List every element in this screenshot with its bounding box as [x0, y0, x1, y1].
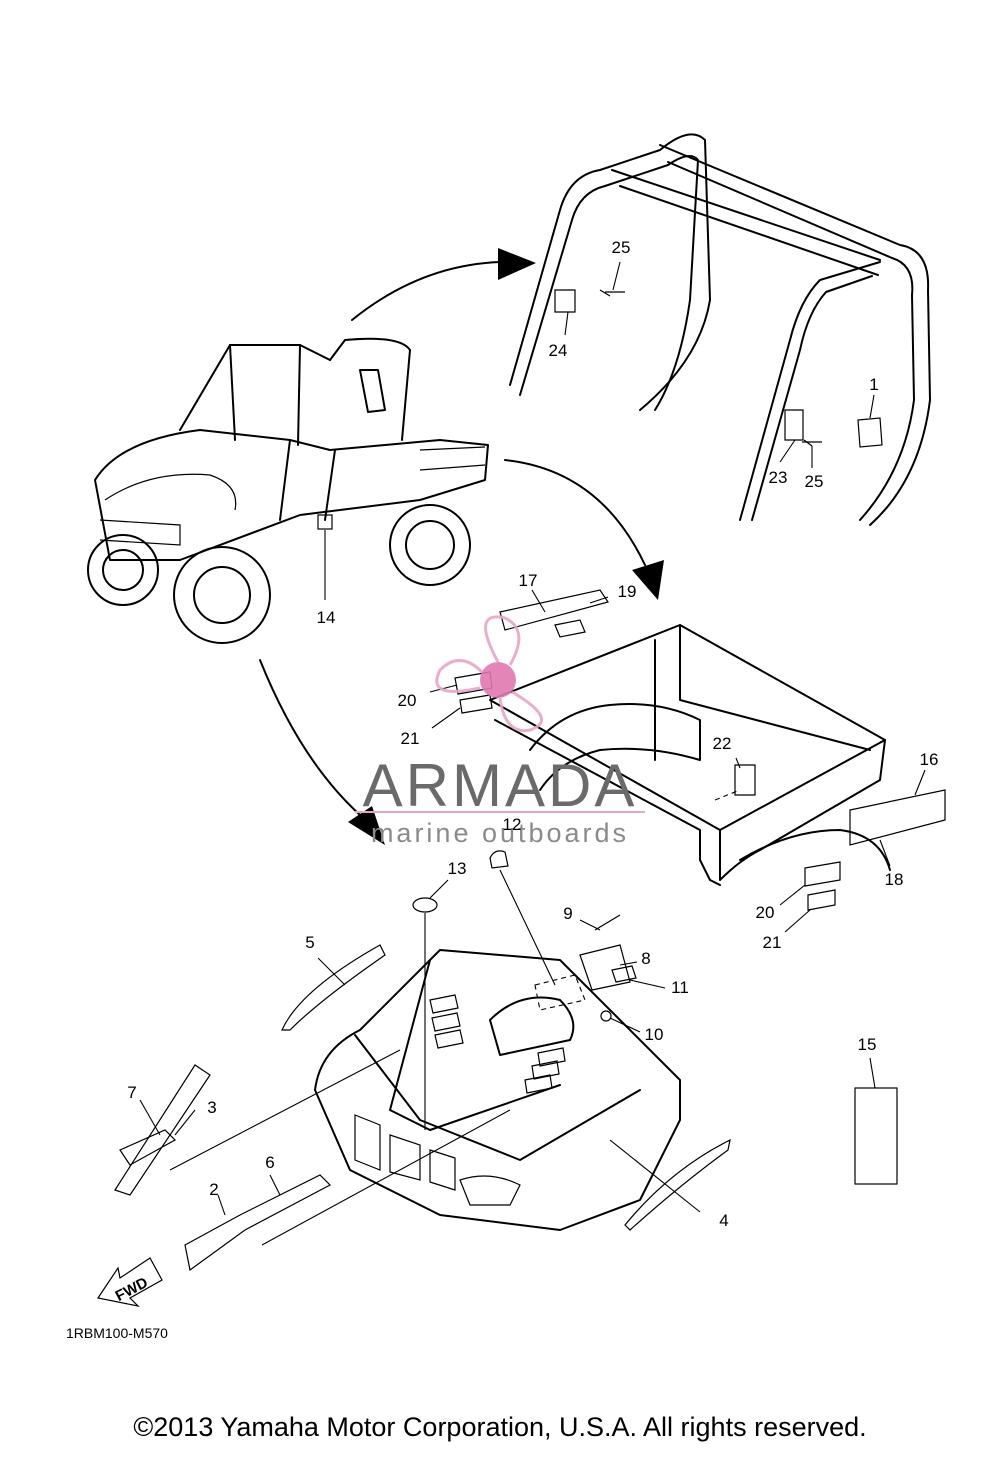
callout-25-left: 25 — [612, 238, 631, 257]
callout-21-bed-rear: 21 — [763, 933, 782, 952]
watermark-hub-icon — [480, 662, 516, 698]
roll-cage — [509, 133, 931, 526]
callout-6: 6 — [265, 1153, 274, 1172]
callout-19: 19 — [618, 582, 637, 601]
callout-4: 4 — [719, 1211, 728, 1230]
assembly-arrows — [259, 248, 664, 845]
copyright-notice: ©2013 Yamaha Motor Corporation, U.S.A. A… — [133, 1412, 867, 1442]
cargo-bed — [454, 589, 946, 911]
callout-9: 9 — [563, 904, 572, 923]
callout-24: 24 — [549, 341, 568, 360]
callout-22: 22 — [713, 734, 732, 753]
callout-5: 5 — [305, 933, 314, 952]
watermark-logo — [435, 615, 543, 733]
callout-13: 13 — [448, 859, 467, 878]
callout-16: 16 — [920, 750, 939, 769]
callout-15: 15 — [858, 1035, 877, 1054]
callout-12: 12 — [503, 815, 522, 834]
callout-3: 3 — [207, 1098, 216, 1117]
fwd-arrow-icon: FWD — [97, 1257, 163, 1307]
callout-7: 7 — [127, 1083, 136, 1102]
callout-14: 14 — [317, 608, 336, 627]
callout-20-bed-rear: 20 — [756, 903, 775, 922]
callout-20-bed-front: 20 — [398, 691, 417, 710]
leader-lines — [139, 261, 926, 1246]
callout-8: 8 — [641, 949, 650, 968]
callout-21-bed-front: 21 — [401, 729, 420, 748]
callout-numbers: 1 2 3 4 5 6 7 8 9 10 11 12 13 14 15 16 1… — [127, 238, 938, 1230]
callout-1: 1 — [869, 375, 878, 394]
watermark-subtitle: marine outboards — [371, 818, 629, 848]
callout-10: 10 — [645, 1025, 664, 1044]
callout-23: 23 — [769, 468, 788, 487]
callout-11: 11 — [671, 978, 689, 997]
diagram-canvas: ARMADA marine outboards 1 2 3 4 5 6 7 8 … — [66, 133, 946, 1341]
part-code: 1RBM100-M570 — [66, 1325, 168, 1341]
watermark-title: ARMADA — [363, 752, 638, 819]
hood-assembly — [114, 850, 898, 1272]
callout-18: 18 — [885, 870, 904, 889]
callout-2: 2 — [209, 1180, 218, 1199]
callout-17: 17 — [519, 571, 538, 590]
vehicle-overview — [87, 337, 489, 644]
callout-25-right: 25 — [805, 472, 824, 491]
